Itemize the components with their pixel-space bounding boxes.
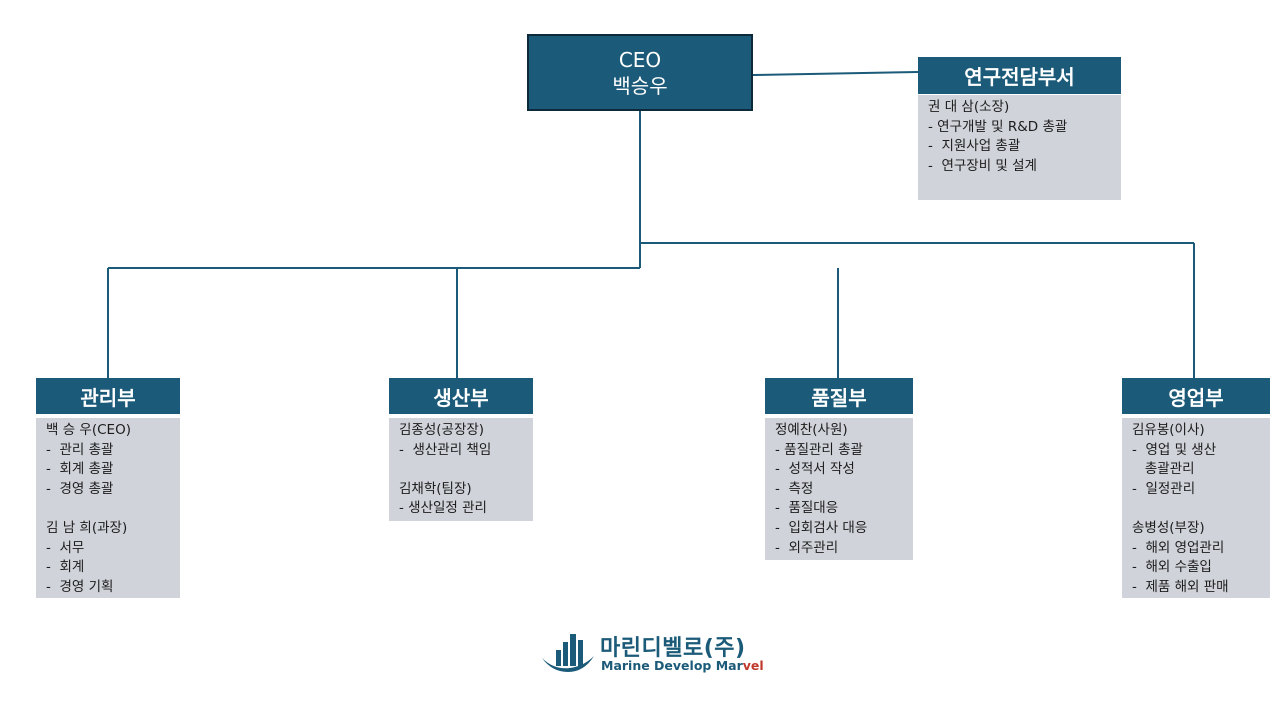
management-header: 관리부 <box>36 378 180 414</box>
rnd-line: - 지원사업 총괄 <box>928 138 1021 155</box>
sales-header: 영업부 <box>1122 378 1270 414</box>
production-header: 생산부 <box>389 378 533 414</box>
company-logo: 마린디벨로(주) Marine Develop Marvel <box>540 628 764 678</box>
production-line: - 생산관리 책임 <box>399 441 492 458</box>
sales-line: 총괄관리 <box>1132 461 1195 478</box>
management-line: - 회계 <box>46 559 85 576</box>
quality-title: 품질부 <box>811 385 867 410</box>
ceo-to-rnd-connector <box>752 71 919 76</box>
quality-line: - 외주관리 <box>775 539 839 556</box>
management-line: - 경영 총괄 <box>46 480 114 497</box>
sales-spacer <box>1132 499 1270 519</box>
quality-header: 품질부 <box>765 378 913 414</box>
management-line: 백 승 우(CEO) <box>46 422 131 438</box>
ceo-title: CEO <box>618 47 662 72</box>
logo-korean: 마린디벨로(주) <box>600 636 746 661</box>
sales-line: 송병성(부장) <box>1132 519 1205 536</box>
rnd-line: 권 대 삼(소장) <box>928 99 1010 115</box>
ceo-name: 백승우 <box>612 73 668 98</box>
rnd-line: - 연구장비 및 설계 <box>928 157 1037 174</box>
management-line: - 회계 총괄 <box>46 461 114 478</box>
quality-line: - 측정 <box>775 480 814 497</box>
management-spacer <box>46 499 180 519</box>
sales-line: - 해외 영업관리 <box>1132 539 1225 556</box>
sales-panel: 김유봉(이사) - 영업 및 생산 총괄관리 - 일정관리 송병성(부장) - … <box>1122 418 1270 598</box>
management-line: - 경영 기획 <box>46 578 114 595</box>
sales-line: 김유봉(이사) <box>1132 422 1205 438</box>
rnd-line: - 연구개발 및 R&D 총괄 <box>928 118 1068 135</box>
rnd-header: 연구전담부서 <box>918 57 1121 94</box>
quality-line: - 품질대응 <box>775 500 839 517</box>
management-panel: 백 승 우(CEO) - 관리 총괄 - 회계 총괄 - 경영 총괄 김 남 희… <box>36 418 180 598</box>
production-panel: 김종성(공장장) - 생산관리 책임 김채학(팀장) - 생산일정 관리 <box>389 418 533 521</box>
management-title: 관리부 <box>80 385 136 410</box>
logo-english: Marine Develop Marvel <box>601 658 764 673</box>
quality-line: - 입회검사 대응 <box>775 519 868 536</box>
logo-english-accent: vel <box>742 658 764 673</box>
quality-line: 정예찬(사원) <box>775 422 848 438</box>
production-line: - 생산일정 관리 <box>399 500 487 517</box>
production-line: 김종성(공장장) <box>399 422 485 438</box>
production-spacer <box>399 460 533 480</box>
sales-line: - 제품 해외 판매 <box>1132 578 1229 595</box>
rnd-title: 연구전담부서 <box>964 65 1075 89</box>
management-line: - 관리 총괄 <box>46 441 114 458</box>
buildings-wave-icon <box>542 634 594 672</box>
production-title: 생산부 <box>433 385 489 410</box>
ceo-box: CEO 백승우 <box>527 34 753 111</box>
sales-title: 영업부 <box>1168 385 1224 410</box>
management-line: - 서무 <box>46 539 85 556</box>
logo-english-prefix: Marine Develop Mar <box>601 658 743 673</box>
sales-line: - 일정관리 <box>1132 480 1196 497</box>
quality-panel: 정예찬(사원) - 품질관리 총괄 - 성적서 작성 - 측정 - 품질대응 -… <box>765 418 913 560</box>
quality-line: - 성적서 작성 <box>775 461 855 478</box>
production-line: 김채학(팀장) <box>399 480 472 497</box>
sales-line: - 영업 및 생산 <box>1132 441 1217 458</box>
sales-line: - 해외 수출입 <box>1132 559 1212 576</box>
management-line: 김 남 희(과장) <box>46 519 128 536</box>
quality-line: - 품질관리 총괄 <box>775 441 863 458</box>
rnd-panel: 권 대 삼(소장) - 연구개발 및 R&D 총괄 - 지원사업 총괄 - 연구… <box>918 95 1121 200</box>
